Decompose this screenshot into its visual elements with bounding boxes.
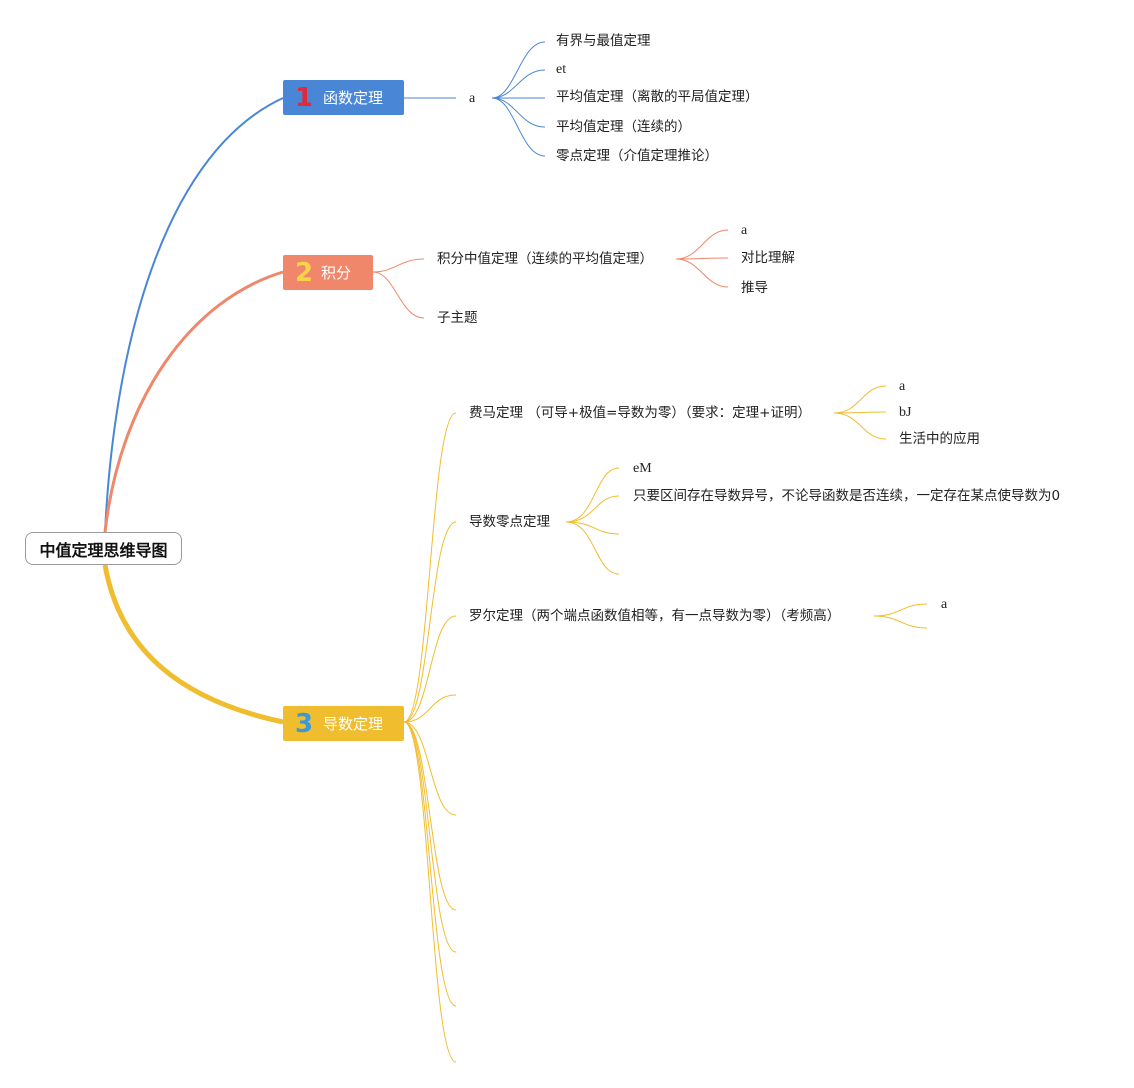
link-int-c3 <box>675 258 729 288</box>
link-int-c2 <box>675 257 729 260</box>
link-rolle-c2 <box>873 615 928 629</box>
topic-bounded-extreme[interactable]: 有界与最值定理 <box>556 33 651 49</box>
topic-a[interactable]: a <box>741 223 748 238</box>
link-root-branch2 <box>103 270 284 533</box>
link-zero-c4 <box>565 521 620 575</box>
topic-derivative-zero[interactable]: 导数零点定理 <box>469 514 550 530</box>
number-badge: 2 <box>294 257 314 288</box>
topic-et[interactable]: et <box>556 62 567 77</box>
topic-rolle[interactable]: 罗尔定理（两个端点函数值相等，有一点导数为零）（考频高） <box>469 608 841 624</box>
topic-continuous-mean[interactable]: 平均值定理（连续的） <box>556 119 691 135</box>
topic-compare[interactable]: 对比理解 <box>741 250 795 266</box>
link-b3-c1 <box>403 412 457 723</box>
branch-label: 积分 <box>321 264 352 282</box>
link-b3-c4 <box>403 694 457 723</box>
link-b3-c3 <box>403 615 457 723</box>
topic-fermat[interactable]: 费马定理 （可导+极值=导数为零）（要求：定理+证明） <box>469 405 811 421</box>
number-badge: 3 <box>294 708 314 739</box>
link-b2-c2 <box>372 271 425 319</box>
topic-sign-change[interactable]: 只要区间存在导数异号，不论导函数是否连续，一定存在某点使导数为0 <box>633 488 1061 504</box>
topic-life-application[interactable]: 生活中的应用 <box>899 431 980 447</box>
topic-subtopic[interactable]: 子主题 <box>437 310 478 326</box>
link-b3-c8 <box>403 721 457 1007</box>
link-b3-c6 <box>403 721 457 911</box>
branch-integral[interactable]: 2 积分 <box>283 255 373 290</box>
link-fermat-c3 <box>833 412 887 440</box>
topic-em[interactable]: eM <box>633 461 652 476</box>
link-zero-c2 <box>565 495 620 523</box>
link-b3-c5 <box>403 721 457 816</box>
link-b3-c7 <box>403 721 457 953</box>
link-b2-c1 <box>372 258 425 273</box>
branch-label: 导数定理 <box>323 715 384 733</box>
link-a-c4 <box>491 97 546 128</box>
link-a-c5 <box>491 97 546 157</box>
topic-discrete-mean[interactable]: 平均值定理（离散的平局值定理） <box>556 89 759 105</box>
link-root-branch1 <box>104 97 284 533</box>
link-zero-c1 <box>565 467 620 523</box>
link-a-c2 <box>491 69 546 99</box>
number-badge: 1 <box>294 82 314 113</box>
topic-a[interactable]: a <box>899 379 906 394</box>
topic-integral-mean[interactable]: 积分中值定理（连续的平均值定理） <box>437 251 653 267</box>
topic-a[interactable]: a <box>941 597 948 612</box>
link-a-c1 <box>491 41 546 99</box>
branch-derivative-theorems[interactable]: 3 导数定理 <box>283 706 404 741</box>
link-b3-c9 <box>403 721 457 1063</box>
branch-function-theorems[interactable]: 1 函数定理 <box>283 80 404 115</box>
link-root-branch3 <box>102 564 284 725</box>
topic-a[interactable]: a <box>469 91 476 106</box>
link-zero-c3 <box>565 521 620 535</box>
root-topic[interactable]: 中值定理思维导图 <box>25 532 182 565</box>
topic-bj[interactable]: bJ <box>899 405 912 420</box>
branch-label: 函数定理 <box>323 89 384 107</box>
topic-zero-point[interactable]: 零点定理（介值定理推论） <box>556 148 718 164</box>
link-fermat-c1 <box>833 385 887 414</box>
link-int-c1 <box>675 229 729 260</box>
link-b3-c2 <box>403 521 457 723</box>
topic-derive[interactable]: 推导 <box>741 280 768 296</box>
link-fermat-c2 <box>833 411 887 414</box>
link-rolle-c1 <box>873 603 928 617</box>
